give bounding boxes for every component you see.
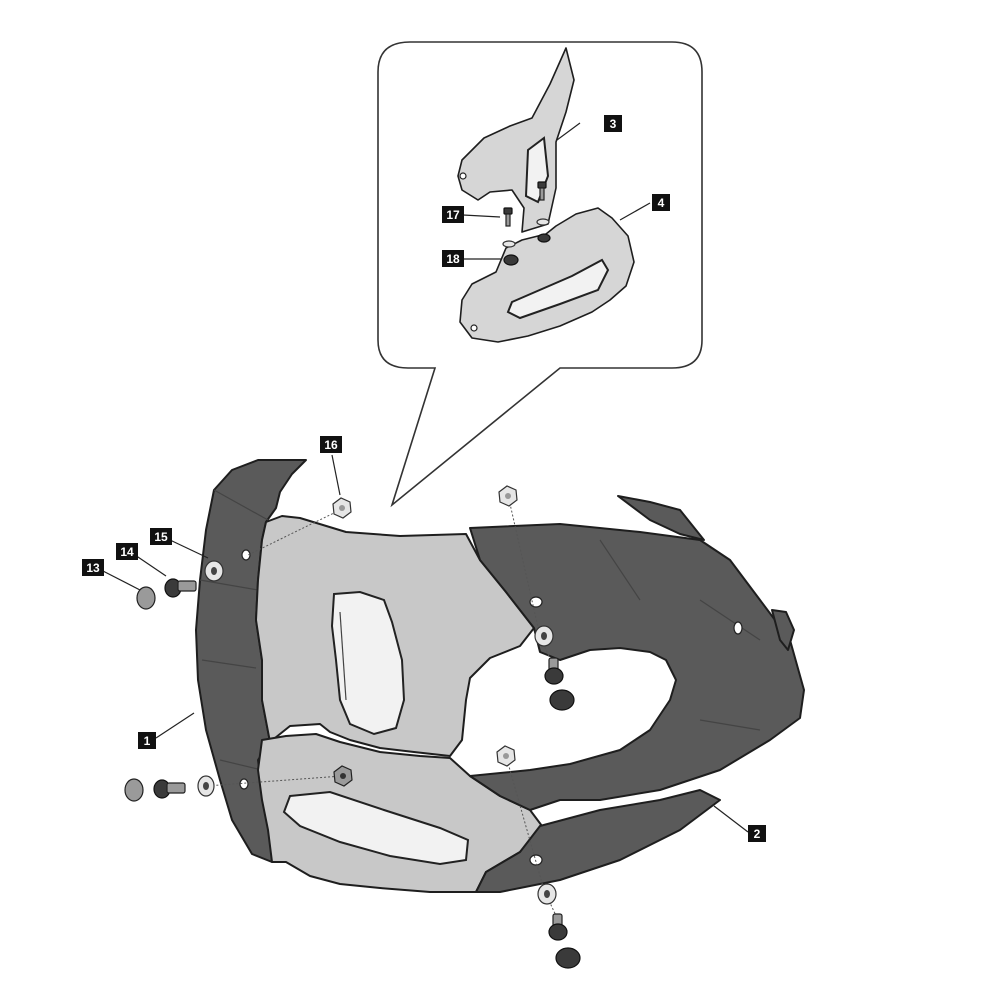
svg-text:17: 17 — [446, 208, 460, 222]
center-upper-plate — [255, 515, 535, 757]
svg-text:4: 4 — [658, 196, 665, 210]
washer-15 — [204, 560, 224, 582]
inset-bolt-upper — [537, 181, 547, 201]
bolt-14 — [164, 578, 197, 598]
lower-left-cap — [124, 778, 144, 802]
callout-label-16: 16 — [320, 436, 342, 453]
inset-lower-plate — [459, 207, 635, 343]
center-lower-plate — [257, 733, 543, 893]
inset-bolt-17 — [503, 207, 513, 227]
callout-label-14: 14 — [116, 543, 138, 560]
inset-washer-upper — [536, 218, 550, 226]
svg-text:2: 2 — [754, 827, 761, 841]
svg-text:1: 1 — [144, 734, 151, 748]
lower-right-nut — [496, 745, 516, 767]
callout-label-18: 18 — [442, 250, 464, 267]
callout-label-4: 4 — [652, 194, 670, 211]
inset-nut-upper — [537, 233, 551, 243]
nut-16 — [332, 497, 352, 519]
upper-right-nut — [498, 485, 518, 507]
callout-label-17: 17 — [442, 206, 464, 223]
upper-right-cap — [549, 689, 575, 711]
right-side-panel — [469, 495, 805, 893]
callout-label-2: 2 — [748, 825, 766, 842]
svg-text:13: 13 — [86, 561, 100, 575]
cap-13 — [136, 586, 156, 610]
svg-text:15: 15 — [154, 530, 168, 544]
alignment-lines — [205, 494, 559, 921]
leader-lines — [100, 122, 749, 833]
inset-nut-18 — [503, 254, 519, 266]
lower-right-cap — [555, 947, 581, 969]
callout-label-13: 13 — [82, 559, 104, 576]
svg-text:18: 18 — [446, 252, 460, 266]
callout-label-1: 1 — [138, 732, 156, 749]
inset-washer-17 — [502, 240, 516, 248]
svg-text:3: 3 — [610, 117, 617, 131]
lower-right-bolt — [548, 913, 568, 941]
svg-text:16: 16 — [324, 438, 338, 452]
upper-right-bolt — [544, 657, 564, 685]
callout-label-3: 3 — [604, 115, 622, 132]
lower-center-nut — [333, 765, 353, 787]
upper-right-washer — [534, 625, 554, 647]
lower-left-bolt — [153, 779, 186, 799]
svg-text:14: 14 — [120, 545, 134, 559]
callout-label-15: 15 — [150, 528, 172, 545]
lower-left-washer — [197, 775, 215, 797]
lower-right-washer — [537, 883, 557, 905]
